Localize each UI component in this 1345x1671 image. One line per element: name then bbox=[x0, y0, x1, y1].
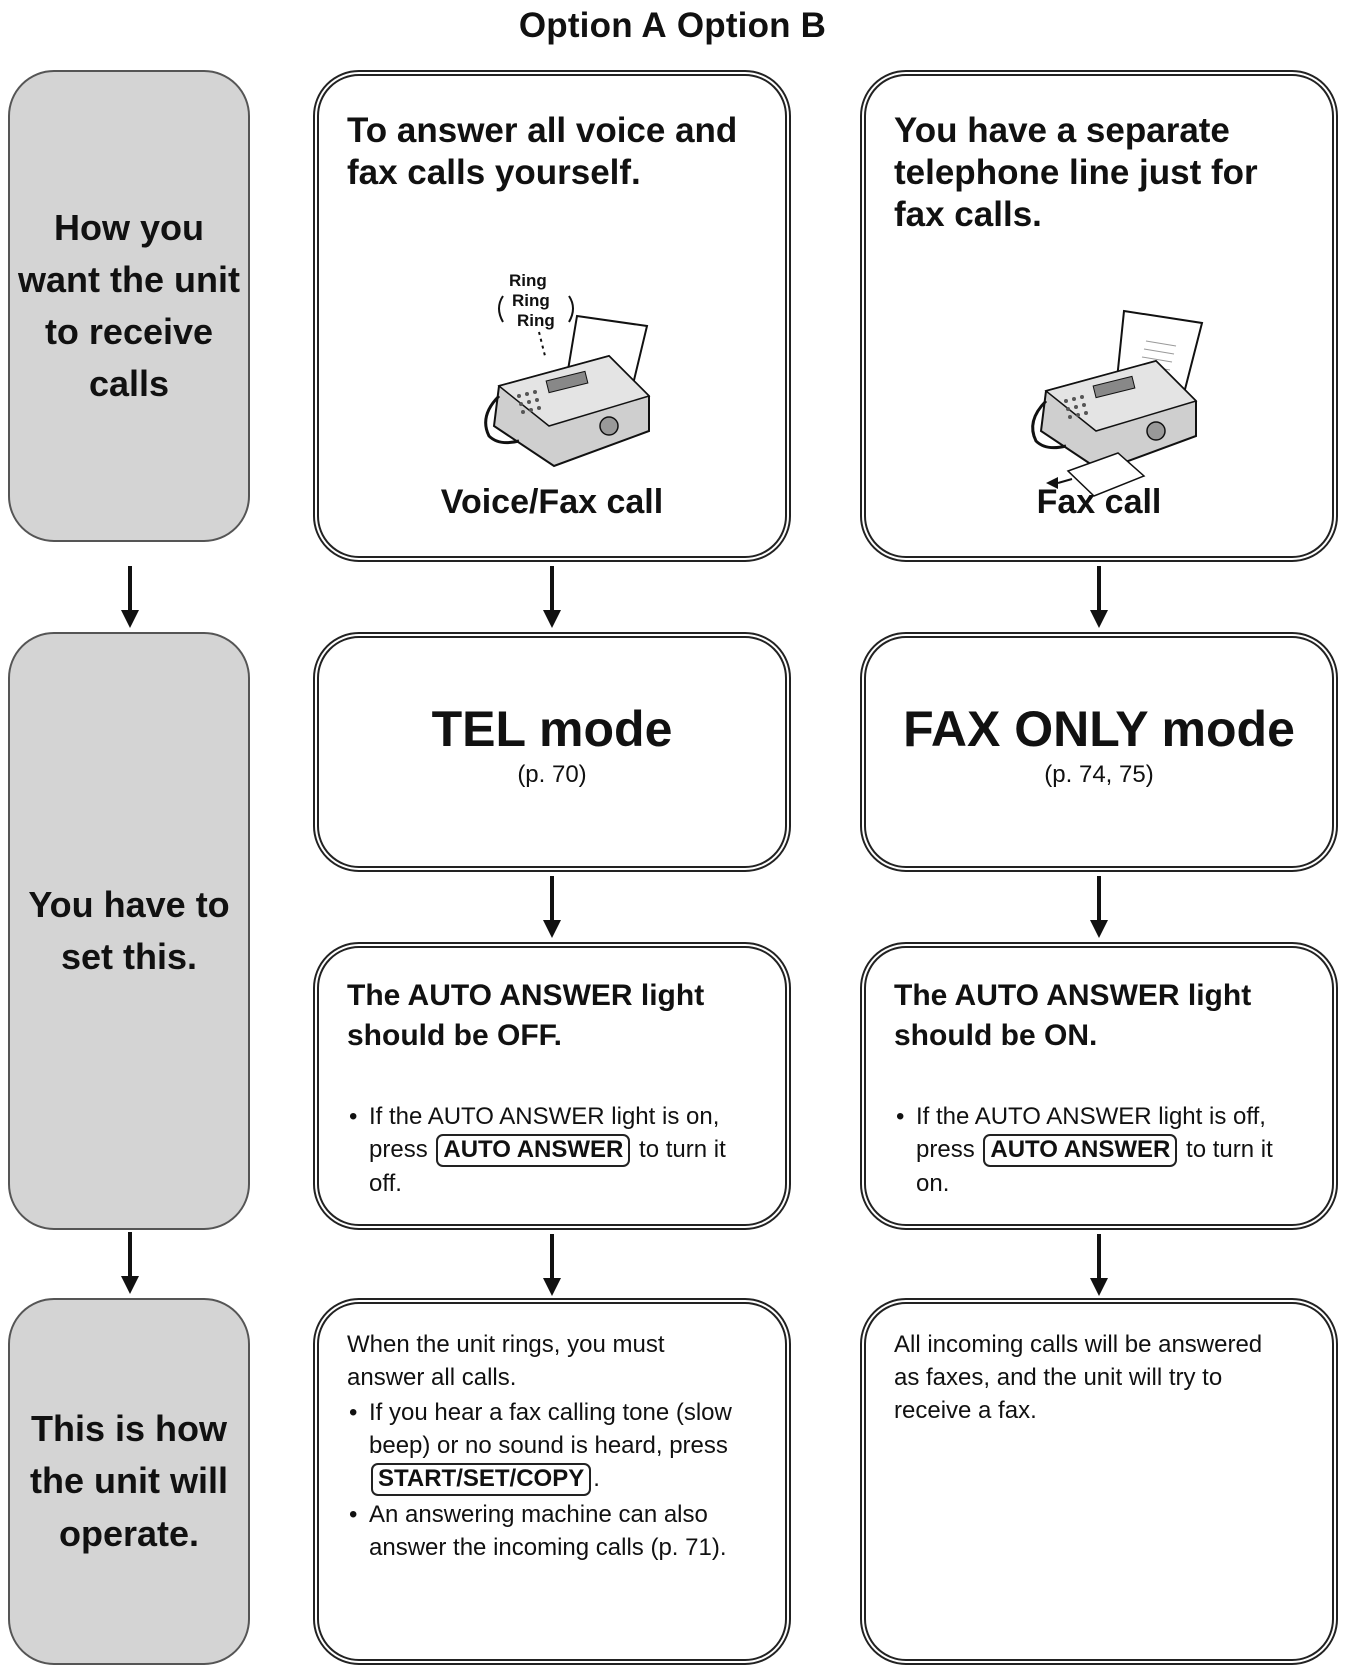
option-a-mode-ref: (p. 70) bbox=[517, 761, 587, 788]
option-a-light-bullet: If the AUTO ANSWER light is on, press AU… bbox=[347, 1100, 757, 1200]
flow-arrow bbox=[1090, 876, 1108, 938]
flow-arrow bbox=[543, 566, 561, 628]
option-b-label: Option B bbox=[676, 6, 827, 45]
option-a-label: Option A bbox=[518, 6, 667, 45]
option-a-mode-box: TEL mode (p. 70) bbox=[313, 632, 791, 872]
fax-machine-ringing-icon: Ring Ring Ring bbox=[484, 271, 651, 468]
option-a-mode-title: TEL mode bbox=[431, 701, 673, 757]
option-b-situation: You have a separate telephone line just … bbox=[894, 111, 1258, 234]
ring-text: Ring bbox=[517, 311, 555, 330]
option-a-operate-bullet: If you hear a fax calling tone (slow bee… bbox=[347, 1396, 757, 1497]
fax-machine-receiving-icon bbox=[1031, 309, 1204, 497]
option-b-caption: Fax call bbox=[1036, 483, 1162, 521]
row-label-receive: How you want the unit to receive calls bbox=[8, 70, 250, 542]
option-a-situation: To answer all voice and fax calls yourse… bbox=[347, 111, 738, 192]
option-a-operate-intro: When the unit rings, you must answer all… bbox=[347, 1331, 665, 1392]
option-a-light-heading: The AUTO ANSWER light should be OFF. bbox=[347, 979, 705, 1052]
option-b-mode-title: FAX ONLY mode bbox=[903, 701, 1295, 757]
option-a-operate-bullet: An answering machine can also answer the… bbox=[347, 1498, 757, 1564]
option-b-mode-box: FAX ONLY mode (p. 74, 75) bbox=[860, 632, 1338, 872]
option-b-operate-box: All incoming calls will be answered as f… bbox=[860, 1298, 1338, 1665]
option-a-situation-box: To answer all voice and fax calls yourse… bbox=[313, 70, 791, 562]
option-b-mode-ref: (p. 74, 75) bbox=[1044, 761, 1154, 788]
option-b-light-bullet: If the AUTO ANSWER light is off, press A… bbox=[894, 1100, 1304, 1200]
option-b-operate-text: All incoming calls will be answered as f… bbox=[894, 1331, 1263, 1425]
flow-arrow bbox=[1090, 566, 1108, 628]
auto-answer-key: AUTO ANSWER bbox=[983, 1133, 1178, 1167]
option-a-caption: Voice/Fax call bbox=[440, 483, 664, 521]
row-label-set: You have to set this. bbox=[8, 632, 250, 1230]
column-header: Option A Option B bbox=[0, 6, 1345, 50]
flow-arrow bbox=[543, 1234, 561, 1296]
option-a-operate-box: When the unit rings, you must answer all… bbox=[313, 1298, 791, 1665]
flow-arrow bbox=[121, 1232, 139, 1294]
option-a-light-box: The AUTO ANSWER light should be OFF. If … bbox=[313, 942, 791, 1230]
option-b-light-heading: The AUTO ANSWER light should be ON. bbox=[894, 979, 1252, 1052]
flow-arrow bbox=[543, 876, 561, 938]
flow-arrow bbox=[121, 566, 139, 628]
start-set-copy-key: START/SET/COPY bbox=[371, 1463, 592, 1497]
auto-answer-key: AUTO ANSWER bbox=[436, 1133, 631, 1167]
flow-arrow bbox=[1090, 1234, 1108, 1296]
row-label-operate: This is how the unit will operate. bbox=[8, 1298, 250, 1665]
ring-text: Ring bbox=[509, 271, 547, 290]
option-b-situation-box: You have a separate telephone line just … bbox=[860, 70, 1338, 562]
ring-text: Ring bbox=[512, 291, 550, 310]
option-b-light-box: The AUTO ANSWER light should be ON. If t… bbox=[860, 942, 1338, 1230]
